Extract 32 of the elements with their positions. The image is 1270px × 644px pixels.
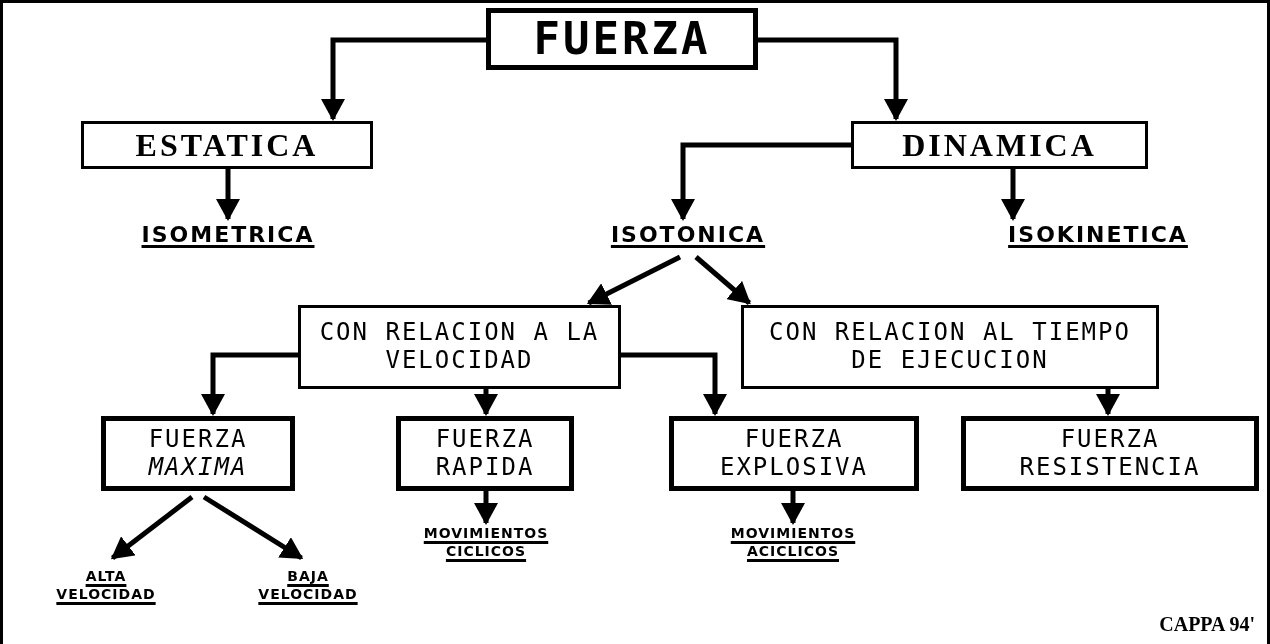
arrow	[321, 37, 486, 121]
subtype-label: MOVIMIENTOS ACICLICOS	[723, 525, 863, 560]
process-box: FUERZA RESISTENCIA	[961, 416, 1259, 491]
type-label: ISOTONICA	[573, 221, 803, 249]
subtype-label: ALTA VELOCIDAD	[41, 568, 171, 603]
arrow	[586, 254, 682, 306]
process-box: FUERZA EXPLOSIVA	[669, 416, 919, 491]
arrow	[758, 37, 908, 121]
arrow	[110, 495, 194, 560]
category-box: ESTATICA	[81, 121, 373, 169]
process-box: FUERZA MAXIMA	[101, 416, 295, 491]
arrow	[781, 491, 805, 525]
process-box: FUERZA RAPIDA	[396, 416, 574, 491]
arrow	[621, 352, 727, 416]
arrow	[474, 491, 498, 525]
arrow	[201, 352, 298, 416]
arrow	[474, 389, 498, 416]
credit-label: CAPPA 94'	[1159, 613, 1255, 636]
type-label: ISOMETRICA	[93, 221, 363, 249]
subtype-label: MOVIMIENTOS CICLICOS	[416, 525, 556, 560]
arrow	[694, 255, 751, 305]
category-box: DINAMICA	[851, 121, 1148, 169]
process-box: CON RELACION A LA VELOCIDAD	[298, 305, 621, 389]
arrow	[202, 494, 304, 561]
subtype-label: BAJA VELOCIDAD	[243, 568, 373, 603]
type-label: ISOKINETICA	[963, 221, 1233, 249]
process-box: CON RELACION AL TIEMPO DE EJECUCION	[741, 305, 1159, 389]
title-box: FUERZA	[486, 8, 758, 70]
arrow	[1096, 389, 1120, 416]
arrow	[671, 142, 851, 221]
arrow	[1001, 169, 1025, 221]
arrow	[216, 169, 240, 221]
